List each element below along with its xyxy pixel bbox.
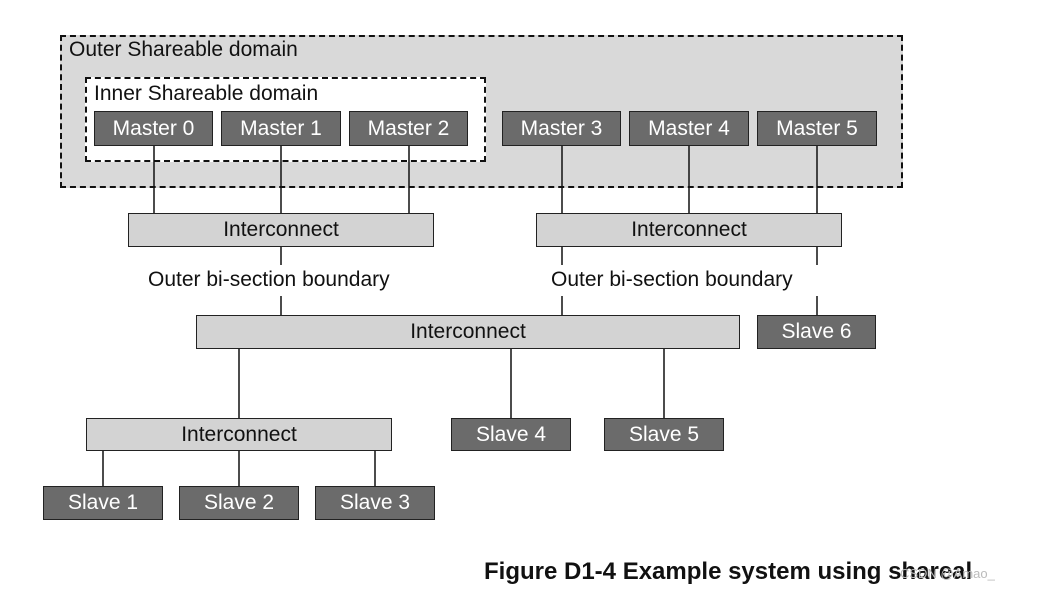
slave-3: Slave 3 — [315, 486, 435, 520]
slave-1: Slave 1 — [43, 486, 163, 520]
interconnect-bottom: Interconnect — [86, 418, 392, 451]
master-3: Master 3 — [502, 111, 621, 146]
slave-6: Slave 6 — [757, 315, 876, 349]
master-2: Master 2 — [349, 111, 468, 146]
interconnect-middle: Interconnect — [196, 315, 740, 349]
slave-5: Slave 5 — [604, 418, 724, 451]
interconnect-right: Interconnect — [536, 213, 842, 247]
outer-bisection-boundary-right: Outer bi-section boundary — [551, 268, 793, 291]
outer-bisection-boundary-left: Outer bi-section boundary — [148, 268, 390, 291]
figure-caption: Figure D1-4 Example system using shareal — [484, 558, 973, 585]
master-0: Master 0 — [94, 111, 213, 146]
slave-4: Slave 4 — [451, 418, 571, 451]
master-4: Master 4 — [629, 111, 749, 146]
master-1: Master 1 — [221, 111, 341, 146]
outer-domain-label: Outer Shareable domain — [69, 38, 298, 61]
master-5: Master 5 — [757, 111, 877, 146]
inner-domain-label: Inner Shareable domain — [94, 82, 319, 105]
slave-2: Slave 2 — [179, 486, 299, 520]
watermark: CSDN @Amao_ — [900, 566, 995, 581]
interconnect-left: Interconnect — [128, 213, 434, 247]
